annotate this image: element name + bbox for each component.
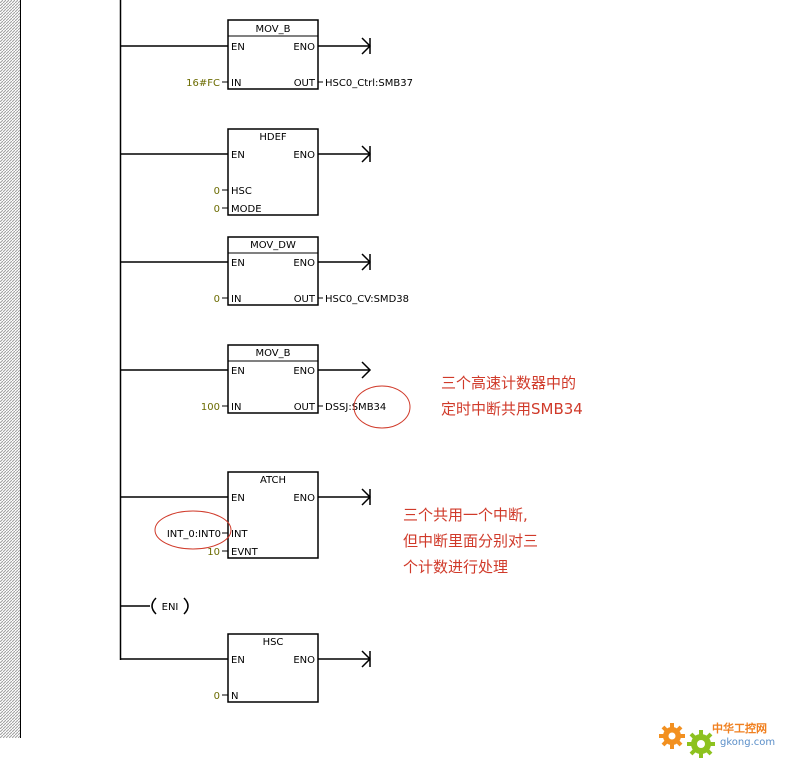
evnt-value: 10 (207, 547, 220, 558)
in-label: IN (231, 78, 241, 89)
in-label: IN (231, 402, 241, 413)
evnt-label: EVNT (231, 547, 259, 558)
out-value: DSSJ:SMB34 (325, 402, 386, 413)
block-mov-dw[interactable]: MOV_DW EN ENO 0 IN OUT HSC0_CV:SMD38 (120, 236, 409, 306)
out-value: HSC0_Ctrl:SMB37 (325, 78, 413, 89)
n-value: 0 (214, 691, 220, 702)
eno-label: ENO (293, 150, 315, 161)
out-label: OUT (294, 294, 316, 305)
block-title: ATCH (260, 475, 286, 486)
eno-label: ENO (293, 655, 315, 666)
in-value: 0 (214, 294, 220, 305)
gear-icon (659, 723, 715, 758)
left-gutter (0, 0, 20, 738)
block-hdef[interactable]: HDEF EN ENO 0 HSC 0 MODE (120, 128, 372, 216)
coil-eni[interactable]: ENI (120, 597, 189, 615)
highlight-circle-smb34 (353, 385, 411, 429)
annotation-note-1: 三个高速计数器中的 定时中断共用SMB34 (441, 374, 583, 418)
en-label: EN (231, 366, 245, 377)
logo-en: gkong.com (720, 737, 775, 748)
coil-label: ENI (162, 602, 179, 613)
out-value: HSC0_CV:SMD38 (325, 294, 409, 305)
n-label: N (231, 691, 238, 702)
block-mov-b-2[interactable]: MOV_B EN ENO 100 IN OUT DSSJ:SMB34 (120, 344, 386, 414)
block-title: MOV_B (255, 348, 290, 359)
int-value: INT_0:INT0 (167, 529, 221, 540)
highlight-circle-int0 (154, 510, 232, 550)
eno-label: ENO (293, 258, 315, 269)
out-label: OUT (294, 402, 316, 413)
gkong-logo: 中华工控网 gkong.com (659, 721, 775, 758)
out-label: OUT (294, 78, 316, 89)
in-value: 16#FC (186, 78, 220, 89)
mode-value: 0 (214, 204, 220, 215)
eno-label: ENO (293, 493, 315, 504)
en-label: EN (231, 258, 245, 269)
hsc-label: HSC (231, 186, 252, 197)
en-label: EN (231, 655, 245, 666)
logo-cn: 中华工控网 (712, 721, 767, 735)
eno-label: ENO (293, 366, 315, 377)
eno-label: ENO (293, 42, 315, 53)
en-label: EN (231, 493, 245, 504)
block-title: MOV_B (255, 24, 290, 35)
hsc-value: 0 (214, 186, 220, 197)
en-label: EN (231, 42, 245, 53)
gutter-bottom (0, 738, 20, 773)
block-atch[interactable]: ATCH EN ENO INT_0:INT0 INT 10 EVNT (120, 471, 372, 559)
annotation-note-2: 三个共用一个中断, 但中断里面分别对三 个计数进行处理 (403, 506, 543, 576)
block-mov-b-1[interactable]: MOV_B EN ENO 16#FC IN OUT HSC0_Ctrl:SMB3… (120, 19, 413, 90)
in-label: IN (231, 294, 241, 305)
int-label: INT (231, 529, 248, 540)
en-label: EN (231, 150, 245, 161)
mode-label: MODE (231, 204, 262, 215)
block-title: HSC (263, 637, 284, 648)
block-hsc[interactable]: HSC EN ENO 0 N (120, 633, 372, 703)
block-title: HDEF (259, 132, 287, 143)
in-value: 100 (201, 402, 220, 413)
block-title: MOV_DW (250, 240, 296, 251)
